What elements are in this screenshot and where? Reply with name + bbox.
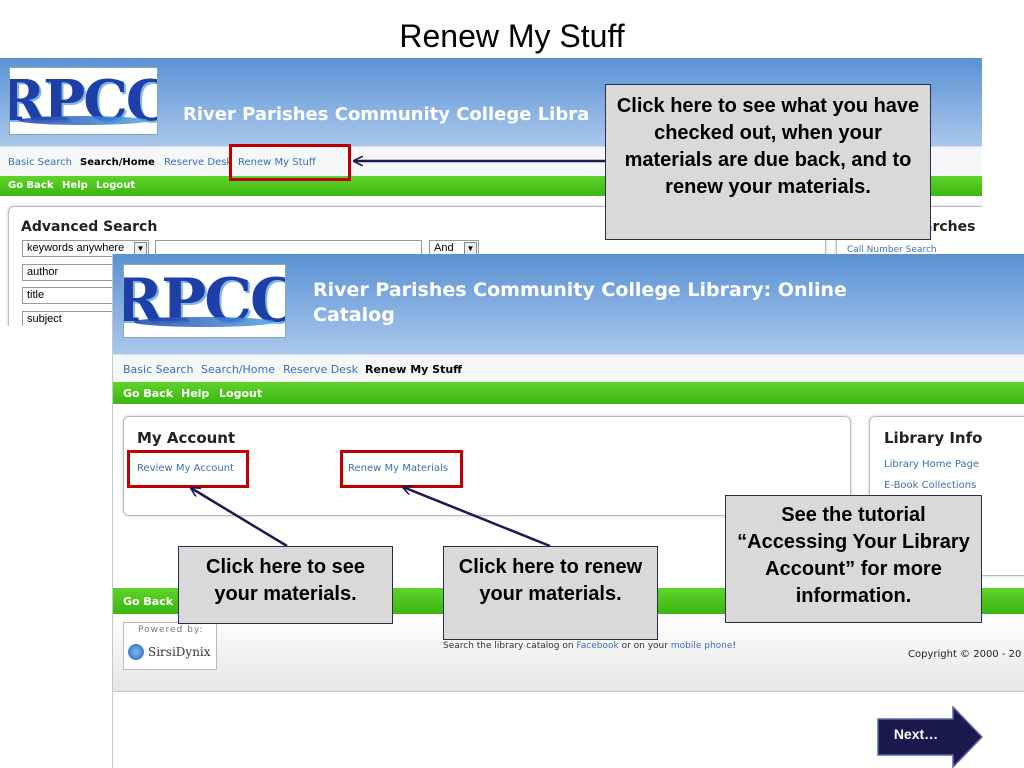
review-my-account-link[interactable]: Review My Account (137, 463, 234, 474)
facebook-link[interactable]: Facebook (576, 641, 619, 651)
catalog-header: RPCC River Parishes Community College Li… (113, 254, 1024, 354)
searches-panel-title: arches (923, 219, 976, 235)
advanced-search-title: Advanced Search (21, 219, 158, 235)
review-account-highlight (127, 450, 249, 488)
nav-search-home[interactable]: Search/Home (201, 363, 275, 376)
action-bar: Go Back Help Logout (113, 382, 1024, 404)
title-field[interactable]: title (22, 287, 117, 304)
my-account-title: My Account (137, 429, 236, 447)
nav-basic-search[interactable]: Basic Search (123, 363, 194, 376)
library-info-title: Library Info (884, 429, 983, 447)
next-button[interactable]: Next… (877, 705, 984, 768)
nav-bar: Basic Search Search/Home Reserve Desk Re… (113, 354, 1024, 382)
sirsidynix-logo-icon (128, 644, 144, 660)
next-label: Next… (893, 726, 939, 742)
nav-renew-my-stuff[interactable]: Renew My Stuff (365, 363, 463, 376)
subject-field[interactable]: subject (22, 311, 117, 326)
rpcc-logo[interactable]: RPCC (9, 67, 158, 135)
search-type-value: keywords anywhere (27, 242, 125, 254)
operator-value: And (434, 242, 454, 254)
tutorial-callout: See the tutorial “Accessing Your Library… (725, 495, 982, 623)
mobile-phone-link[interactable]: mobile phone (670, 641, 733, 651)
copyright-text: Copyright © 2000 - 20 (908, 649, 1022, 660)
logout-link[interactable]: Logout (219, 387, 263, 400)
rpcc-logo[interactable]: RPCC (123, 264, 286, 338)
logout-link[interactable]: Logout (96, 180, 136, 191)
footer-text-prefix: Search the library catalog on (443, 641, 574, 651)
sirsidynix-name: SirsiDynix (148, 645, 211, 659)
library-home-page-link[interactable]: Library Home Page (884, 459, 980, 470)
renew-my-materials-link[interactable]: Renew My Materials (348, 463, 449, 474)
site-title: River Parishes Community College Libra (183, 104, 590, 125)
sirsidynix-badge[interactable]: Powered by: SirsiDynix (123, 622, 217, 670)
see-materials-callout: Click here to see your materials. (178, 546, 393, 624)
nav-reserve-desk[interactable]: Reserve Desk (164, 157, 233, 168)
help-link[interactable]: Help (62, 180, 88, 191)
next-arrow-icon (877, 705, 984, 768)
powered-by-label: Powered by: (138, 625, 204, 635)
logo-swoosh (133, 316, 276, 327)
renew-my-stuff-highlight (229, 144, 351, 181)
boolean-operator-select[interactable]: And ▼ (429, 240, 479, 257)
renew-stuff-callout: Click here to see what you have checked … (605, 84, 931, 240)
footer-text-suffix: ! (732, 641, 737, 651)
nav-basic-search[interactable]: Basic Search (8, 157, 73, 168)
nav-reserve-desk[interactable]: Reserve Desk (283, 363, 359, 376)
go-back-link[interactable]: Go Back (8, 180, 54, 191)
go-back-link[interactable]: Go Back (123, 387, 174, 400)
footer-text-middle: or on your (621, 641, 668, 651)
slide-title: Renew My Stuff (399, 18, 625, 54)
footer-promo-text: Search the library catalog on Facebook o… (443, 641, 736, 651)
ebook-collections-link[interactable]: E-Book Collections (884, 480, 977, 491)
search-type-select[interactable]: keywords anywhere ▼ (22, 240, 149, 257)
call-number-search-link[interactable]: Call Number Search (847, 245, 937, 255)
renew-materials-callout: Click here to renew your materials. (443, 546, 658, 640)
footer-go-back-link[interactable]: Go Back (123, 595, 174, 608)
site-title: River Parishes Community College Library… (313, 279, 847, 326)
logo-swoosh (18, 115, 149, 125)
nav-renew-my-stuff[interactable]: Renew My Stuff (238, 157, 316, 168)
renew-materials-highlight (340, 450, 463, 488)
nav-search-home[interactable]: Search/Home (80, 157, 155, 168)
author-field[interactable]: author (22, 264, 117, 281)
help-link[interactable]: Help (181, 387, 210, 400)
